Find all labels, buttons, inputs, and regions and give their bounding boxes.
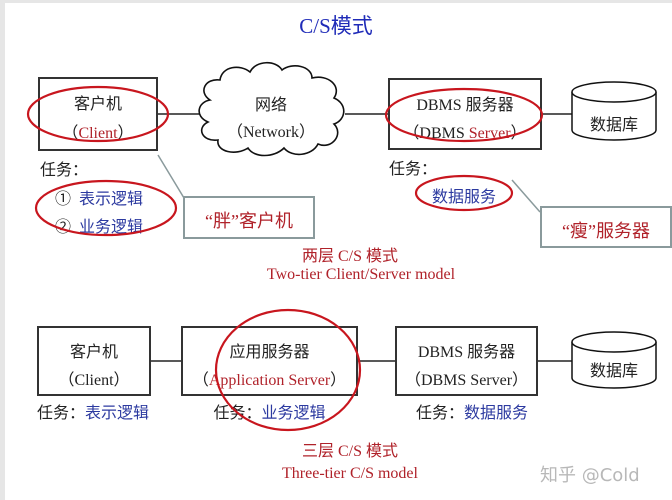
app-server-sublabel-text: Application Server [208,372,331,389]
dbms-task-3tier: 任务：数据服务 [416,399,528,423]
two-tier-caption-cn: 两层 C/S 模式 [301,248,399,265]
database-cylinder-icon [571,81,657,141]
task-marker: ② [55,219,72,236]
database-cylinder-icon [571,331,657,389]
app-server-task: 任务：业务逻辑 [181,399,358,423]
task-text: 数据服务 [464,405,529,422]
database-label-3tier: 数据库 [589,363,638,380]
app-server-sublabel: （Application Server） [181,366,358,390]
task-text: 业务逻辑 [261,405,326,422]
paren-open: （ [192,372,209,389]
paren-close: ） [330,372,347,389]
three-tier-caption-cn: 三层 C/S 模式 [301,443,399,460]
dbms-sublabel-3tier: （DBMS Server） [404,372,529,389]
task-text: 表示逻辑 [85,405,150,422]
client-sublabel-text: Client [78,125,118,142]
client-sublabel: （Client） [38,119,158,143]
app-server-label: 应用服务器 [229,344,310,361]
client-label-3tier: 客户机 [69,344,118,361]
thin-server-pointer [511,179,541,213]
three-tier-caption-en: Three-tier C/S model [282,465,418,482]
paren-close: ） [117,125,134,142]
dbms-server-box-3tier [395,326,538,396]
client-label: 客户机 [73,96,122,113]
client-box-3tier [37,326,151,396]
dbms-label: DBMS 服务器 [416,97,514,114]
thin-server-callout: “瘦”服务器 [540,206,672,248]
task-text: 业务逻辑 [79,219,144,236]
client-task-3tier: 任务：表示逻辑 [37,399,149,423]
server-task-heading: 任务： [389,161,438,178]
client-task-item: ① 表示逻辑 [55,185,143,209]
task-label: 任务： [37,405,86,422]
client-task-item: ② 业务逻辑 [55,213,143,237]
page-title: C/S模式 [299,14,373,38]
dbms-sublabel: （DBMS Server） [388,119,542,143]
client-task-heading: 任务： [40,162,89,179]
task-label: 任务： [213,405,262,422]
client-sublabel-3tier: （Client） [58,372,130,389]
dbms-label-3tier: DBMS 服务器 [417,344,516,361]
fat-client-callout-text: “胖”客户机 [205,211,293,231]
network-cloud [198,61,345,157]
watermark: 知乎 @Cold [540,465,640,486]
fat-client-callout: “胖”客户机 [183,196,315,239]
two-tier-caption-en: Two-tier Client/Server model [266,266,456,283]
task-text: 表示逻辑 [79,191,144,208]
paren-close: ） [510,125,527,142]
database-label: 数据库 [589,117,638,134]
dbms-sublabel-prefix: （DBMS [403,125,469,142]
server-task-item: 数据服务 [431,189,496,206]
thin-server-callout-text: “瘦”服务器 [562,221,650,241]
task-marker: ① [55,191,72,208]
network-label: 网络 [254,97,287,114]
network-sublabel: （Network） [227,124,315,141]
paren-open: （ [62,125,79,142]
task-label: 任务： [416,405,465,422]
fat-client-pointer [157,154,185,199]
dbms-sublabel-server: Server [468,125,511,142]
